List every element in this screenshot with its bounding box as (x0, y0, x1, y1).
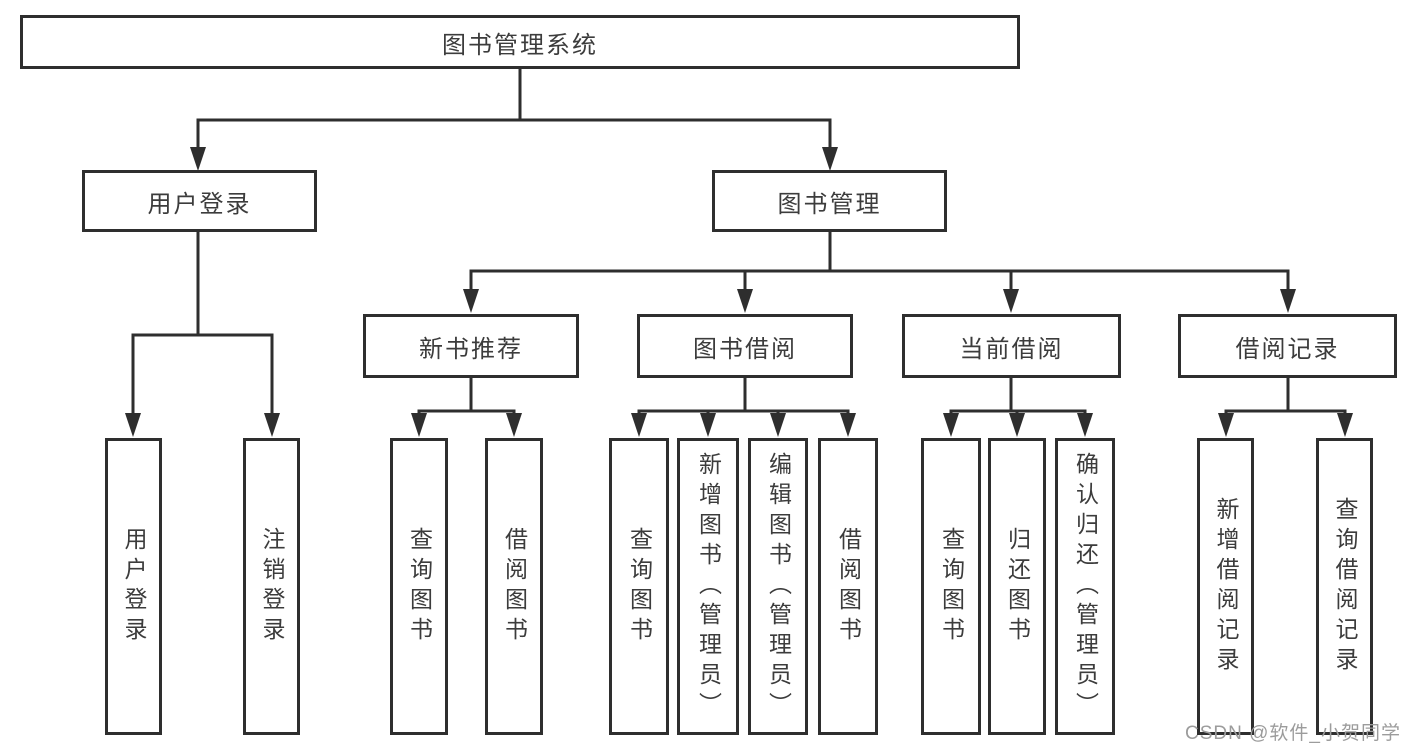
node-borrow: 图书借阅 (637, 314, 853, 378)
leaf-borrow-borrow-label: 借阅图书 (835, 526, 862, 647)
leaf-borrow-edit-label: 编辑图书（管理员） (765, 451, 792, 722)
connector-new-book-to-leaves (411, 378, 522, 437)
csdn-watermark: CSDN @软件_小贺同学 (1185, 723, 1401, 744)
connector-book-mgmt-to-level3 (463, 232, 1296, 313)
node-book-mgmt: 图书管理 (712, 170, 947, 232)
leaf-new-book-borrow: 借阅图书 (485, 438, 543, 735)
node-root: 图书管理系统 (20, 15, 1020, 69)
leaf-new-book-borrow-label: 借阅图书 (501, 526, 528, 647)
leaf-borrow-add: 新增图书（管理员） (677, 438, 739, 735)
leaf-borrow-borrow: 借阅图书 (818, 438, 878, 735)
node-current-label: 当前借阅 (959, 335, 1064, 363)
leaf-user-login: 用户登录 (105, 438, 162, 735)
connector-borrow-to-leaves (631, 378, 856, 437)
connector-root-to-level2 (190, 69, 838, 171)
leaf-records-query: 查询借阅记录 (1316, 438, 1373, 735)
leaf-current-confirm-label: 确认归还（管理员） (1072, 451, 1099, 722)
node-current: 当前借阅 (902, 314, 1121, 378)
leaf-logout: 注销登录 (243, 438, 300, 735)
leaf-current-return-label: 归还图书 (1004, 526, 1031, 647)
leaf-new-book-query-label: 查询图书 (406, 526, 433, 647)
leaf-logout-label: 注销登录 (259, 526, 285, 647)
connector-current-to-leaves (943, 378, 1093, 437)
leaf-current-confirm: 确认归还（管理员） (1055, 438, 1115, 735)
leaf-borrow-edit: 编辑图书（管理员） (748, 438, 808, 735)
leaf-borrow-query: 查询图书 (609, 438, 669, 735)
leaf-current-query-label: 查询图书 (938, 526, 965, 647)
node-user-login: 用户登录 (82, 170, 317, 232)
node-user-login-label: 用户登录 (147, 190, 252, 218)
leaf-borrow-query-label: 查询图书 (626, 526, 653, 647)
leaf-records-query-label: 查询借阅记录 (1332, 496, 1358, 677)
connector-user-login-to-leaves (125, 232, 280, 437)
node-book-mgmt-label: 图书管理 (777, 190, 882, 218)
leaf-borrow-add-label: 新增图书（管理员） (695, 451, 722, 722)
leaf-new-book-query: 查询图书 (390, 438, 448, 735)
node-new-book: 新书推荐 (363, 314, 579, 378)
leaf-user-login-label: 用户登录 (121, 526, 147, 647)
leaf-records-add: 新增借阅记录 (1197, 438, 1254, 735)
leaf-current-query: 查询图书 (921, 438, 981, 735)
node-root-label: 图书管理系统 (442, 31, 598, 59)
node-records-label: 借阅记录 (1235, 335, 1340, 363)
connector-records-to-leaves (1218, 378, 1353, 437)
node-records: 借阅记录 (1178, 314, 1397, 378)
leaf-current-return: 归还图书 (988, 438, 1046, 735)
node-borrow-label: 图书借阅 (693, 335, 797, 363)
node-new-book-label: 新书推荐 (419, 335, 523, 363)
leaf-records-add-label: 新增借阅记录 (1213, 496, 1239, 677)
